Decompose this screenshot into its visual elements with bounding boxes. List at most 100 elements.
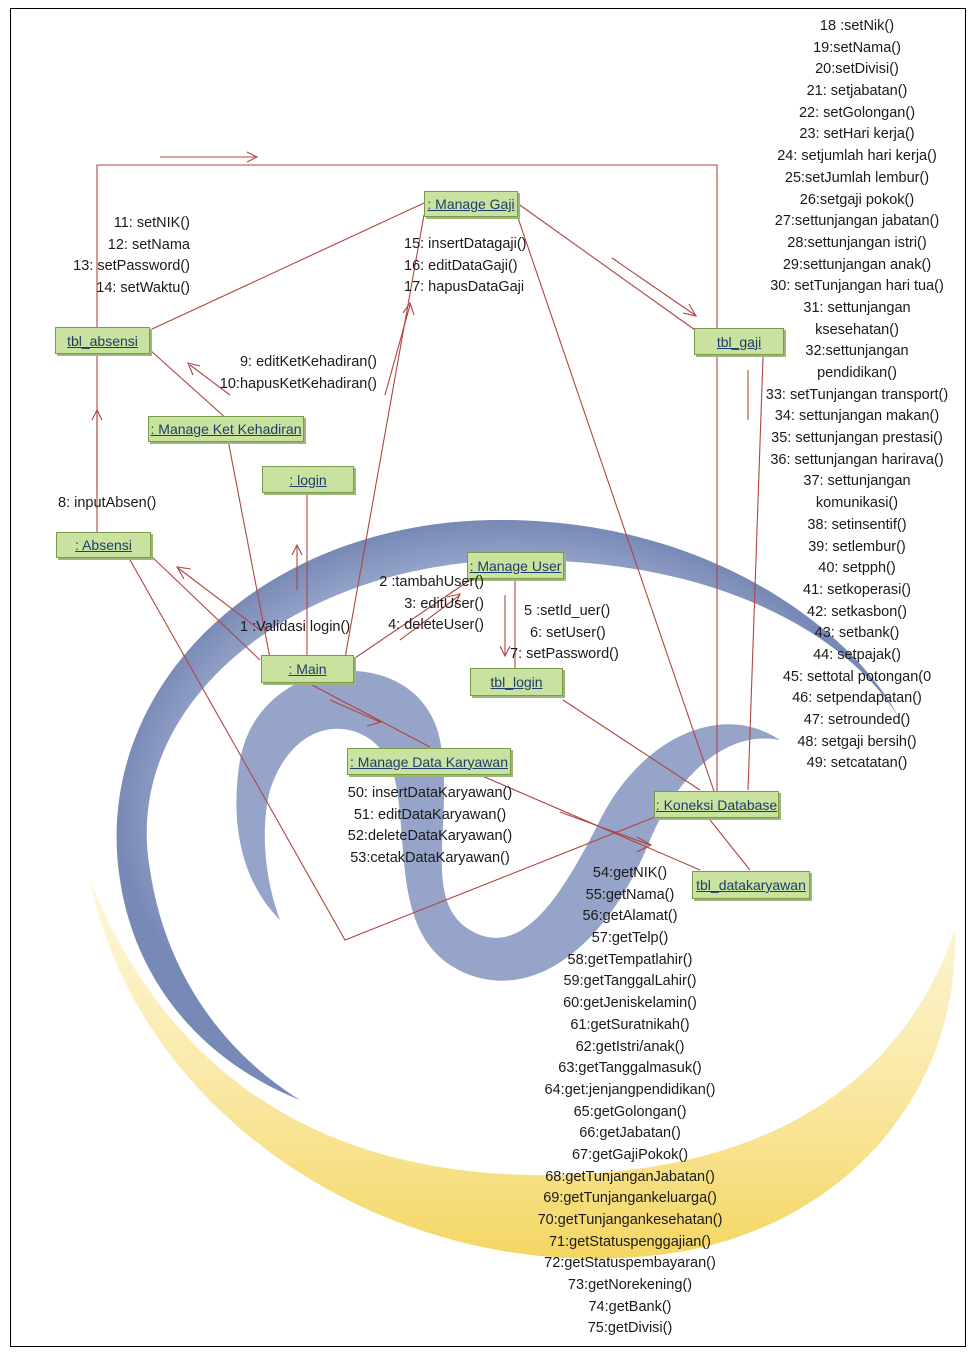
msg-line: 57:getTelp() bbox=[591, 930, 669, 947]
msg-line: 74:getBank() bbox=[588, 1298, 672, 1315]
msg-line: 25:setJumlah lembur() bbox=[784, 169, 930, 186]
msg-line: 66:getJabatan() bbox=[579, 1125, 681, 1142]
object-manage-data-karyawan[interactable]: : Manage Data Karyawan bbox=[347, 748, 511, 775]
msg-line: 49: setcatatan() bbox=[806, 755, 908, 772]
msg-line: 19:setNama() bbox=[813, 39, 901, 56]
msg-line: 20:setDivisi() bbox=[815, 61, 899, 78]
msg-line: 13: setPassword() bbox=[73, 258, 190, 275]
msg-line: 14: setWaktu() bbox=[96, 280, 190, 297]
msg-line: 22: setGolongan() bbox=[798, 104, 916, 121]
msg-line: 35: settunjangan prestasi() bbox=[771, 430, 943, 447]
msg-line: 67:getGajiPokok() bbox=[571, 1146, 689, 1163]
watermark-yellow-swoosh bbox=[90, 880, 956, 1259]
msg-line: 27:settunjangan jabatan() bbox=[774, 213, 940, 230]
msg-input-absen: 8: inputAbsen() bbox=[58, 495, 157, 511]
msg-line: 4: deleteUser() bbox=[388, 617, 484, 634]
link-absensi-koneksi-bottom bbox=[129, 559, 661, 941]
msg-line: 73:getNorekening() bbox=[567, 1277, 693, 1294]
msg-line: 75:getDivisi() bbox=[587, 1320, 673, 1337]
msg-line: 58:getTempatlahir() bbox=[567, 951, 693, 968]
msg-line: 60:getJeniskelamin() bbox=[563, 995, 697, 1012]
arrow-5-head bbox=[499, 645, 511, 658]
msg-line: 31: settunjangan bbox=[803, 299, 911, 316]
object-manage-gaji[interactable]: : Manage Gaji bbox=[424, 191, 518, 217]
arrow-gaji-tblgaji-head bbox=[682, 303, 698, 317]
arrow-8-head bbox=[91, 408, 103, 421]
link-gaji-tblgaji bbox=[516, 202, 696, 331]
object-login[interactable]: : login bbox=[262, 466, 354, 493]
msg-line: 41: setkoperasi() bbox=[803, 581, 911, 598]
arrow-9-head bbox=[187, 362, 201, 376]
watermark-blue-mark bbox=[236, 670, 781, 981]
object-tbl-gaji[interactable]: tbl_gaji bbox=[694, 328, 784, 355]
msg-line: 46: setpendapatan() bbox=[792, 690, 922, 707]
msg-absensi-fields: 11: setNIK() 12: setNama 13: setPassword… bbox=[40, 213, 190, 300]
msg-line: 68:getTunjanganJabatan() bbox=[545, 1168, 715, 1185]
arrow-absensi-main bbox=[177, 567, 261, 631]
msg-line: 71:getStatuspenggajian() bbox=[548, 1233, 712, 1250]
msg-line: 3: editUser() bbox=[404, 595, 484, 612]
msg-line: 47: setrounded() bbox=[803, 712, 911, 728]
msg-line: 12: setNama bbox=[107, 236, 190, 253]
msg-line: 37: settunjangan bbox=[803, 473, 911, 490]
msg-line: 48: setgaji bersih() bbox=[797, 733, 917, 750]
object-manage-ket-kehadiran[interactable]: : Manage Ket Kehadiran bbox=[148, 416, 304, 442]
link-tbllogin-koneksi bbox=[562, 699, 701, 791]
msg-line: 63:getTanggalmasuk() bbox=[558, 1060, 702, 1077]
msg-gaji-setters: 18 :setNik() 19:setNama() 20:setDivisi() 21… bbox=[752, 16, 962, 775]
msg-line: 38: setinsentif() bbox=[807, 516, 907, 533]
object-absensi[interactable]: : Absensi bbox=[56, 532, 151, 558]
msg-line: 23: setHari kerja() bbox=[799, 126, 915, 143]
msg-line: 65:getGolongan() bbox=[573, 1103, 687, 1120]
msg-line: 52:deleteDataKaryawan() bbox=[347, 828, 513, 845]
link-absensi-gaji bbox=[149, 202, 425, 331]
arrow-9-shaft bbox=[189, 364, 231, 396]
msg-line: 43: setbank() bbox=[814, 625, 900, 642]
msg-line: 51: editDataKaryawan() bbox=[353, 806, 507, 823]
msg-line: 26:setgaji pokok() bbox=[799, 191, 915, 208]
msg-line: 28:settunjangan istri() bbox=[787, 234, 927, 251]
object-tbl-absensi[interactable]: tbl_absensi bbox=[55, 327, 150, 354]
link-absensi-main bbox=[149, 554, 261, 661]
link-main-gaji bbox=[344, 214, 425, 659]
msg-line: 21: setjabatan() bbox=[806, 83, 908, 100]
msg-line: 36: settunjangan harirava() bbox=[770, 451, 944, 468]
msg-line: 24: setjumlah hari kerja() bbox=[777, 148, 937, 165]
object-tbl-datakaryawan[interactable]: tbl_datakaryawan bbox=[692, 871, 810, 899]
msg-gaji-ops: 15: insertDatagaji() 16: editDataGaji() … bbox=[404, 234, 554, 299]
object-koneksi-database[interactable]: : Koneksi Database bbox=[654, 791, 779, 818]
msg-line: komunikasi() bbox=[815, 495, 899, 512]
link-main-manageuser bbox=[351, 579, 471, 661]
link-tblgaji-koneksi bbox=[747, 356, 764, 791]
link-absensi-ketkehadiran bbox=[149, 349, 229, 421]
msg-karyawan-getters: 54:getNIK()55:getNama()56:getAlamat()57:… bbox=[520, 863, 740, 1340]
object-manage-user[interactable]: : Manage User bbox=[467, 552, 564, 579]
msg-login-fields: 5 :setId_uer() 6: setUser() 7: setPasswo… bbox=[510, 601, 640, 666]
msg-line: 70:getTunjangankesehatan() bbox=[537, 1212, 723, 1228]
msg-user-ops: 2 :tambahUser() 3: editUser() 4: deleteU… bbox=[350, 572, 484, 637]
msg-line: 61:getSuratnikah() bbox=[570, 1016, 690, 1033]
arrow-2-head bbox=[446, 593, 461, 607]
link-gaji-koneksi bbox=[516, 214, 718, 801]
arrow-absensi-main-head bbox=[175, 566, 192, 580]
msg-line: 2 :tambahUser() bbox=[379, 574, 484, 590]
object-tbl-login[interactable]: tbl_login bbox=[470, 668, 563, 696]
msg-ket-ops: 9: editKetKehadiran() 10:hapusKetKehadir… bbox=[190, 352, 377, 395]
link-koneksi-tbldatakaryawan bbox=[709, 819, 751, 871]
msg-line: 7: setPassword() bbox=[510, 646, 619, 663]
msg-line: 29:settunjangan anak() bbox=[782, 256, 932, 273]
msg-line: 34: settunjangan makan() bbox=[774, 408, 940, 425]
msg-karyawan-ops: 50: insertDataKaryawan() 51: editDataKar… bbox=[330, 783, 530, 870]
msg-line: 18 :setNik() bbox=[819, 18, 895, 34]
msg-line: 33: setTunjangan transport() bbox=[765, 386, 949, 403]
arrow-karyawan-tbldatakaryawan-head bbox=[636, 836, 653, 853]
arrow-2-shaft bbox=[399, 594, 461, 641]
msg-line: 17: hapusDataGaji bbox=[404, 279, 525, 296]
msg-line: 16: editDataGaji() bbox=[404, 257, 518, 274]
msg-line: ksesehatan() bbox=[815, 321, 899, 338]
msg-line: 5 :setId_uer() bbox=[524, 603, 611, 619]
msg-line: 9: editKetKehadiran() bbox=[239, 354, 377, 370]
object-main[interactable]: : Main bbox=[261, 655, 354, 683]
